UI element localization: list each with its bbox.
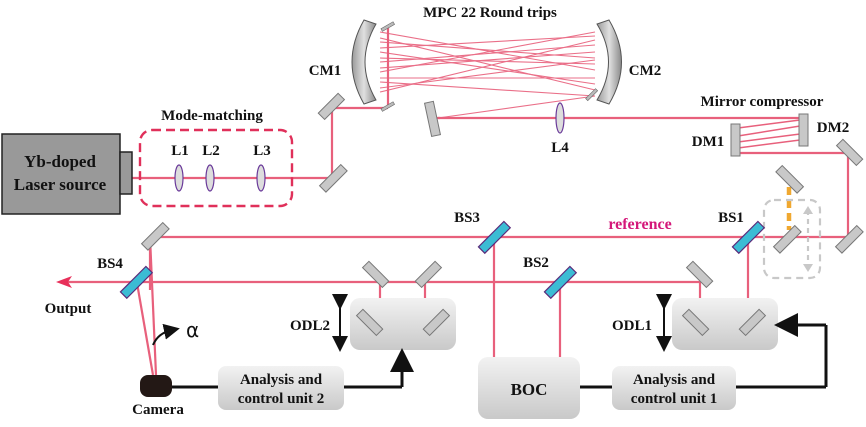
lens-l1-label: L1: [171, 143, 189, 159]
mpc-pickoff-mirror-top: [380, 21, 395, 32]
mpc-cell: MPC 22 Round trips CM1 CM2 L4: [309, 5, 662, 156]
mode-matching-group: Mode-matching L1 L2 L3: [138, 108, 294, 208]
mode-matching-label: Mode-matching: [161, 108, 263, 124]
delay-pickoff-mirror: [775, 164, 805, 194]
bs3-label: BS3: [454, 210, 480, 226]
odl1-bottom-right-mirror: [738, 308, 767, 337]
cm1-label: CM1: [309, 63, 342, 79]
camera-label: Camera: [132, 402, 184, 418]
odl2-bottom-left-mirror: [355, 308, 384, 337]
laser-source: Yb-doped Laser source: [1, 133, 133, 215]
odl1-top-mirror: [685, 260, 714, 289]
odl2-stage: ODL2: [290, 260, 456, 352]
l4-input-mirror: [423, 100, 442, 138]
bs1-icon: [731, 220, 766, 255]
odl2-top-left-mirror: [361, 260, 390, 289]
cm2-mirror-icon: [596, 19, 622, 105]
rail-left-mirror: [140, 221, 170, 251]
delay-stage-mirror: [772, 224, 802, 254]
odl2-top-right-mirror: [414, 260, 443, 289]
mpc-pickoff-mirror-right: [585, 88, 599, 102]
output-arrow: Output: [45, 276, 92, 317]
bs2-icon: [543, 265, 578, 300]
cm2-label: CM2: [629, 63, 662, 79]
lens-l4-label: L4: [551, 140, 569, 156]
cm1-steering-mirror: [317, 92, 346, 121]
camera-icon: [140, 375, 172, 397]
acu1-line1: Analysis and: [633, 372, 716, 388]
bs2-label: BS2: [523, 255, 549, 271]
lens-l1-icon: [174, 164, 184, 192]
lens-l4-icon: [555, 102, 565, 134]
dm1-mirror-icon: [730, 123, 741, 157]
laser-label-line2: Laser source: [14, 175, 107, 194]
up-arrow-icon: [803, 206, 813, 214]
dm2-mirror-icon: [798, 113, 809, 147]
output-label: Output: [45, 301, 92, 317]
lens-l2-icon: [205, 164, 215, 192]
dm1-label: DM1: [692, 134, 725, 150]
movable-delay-stage: [762, 198, 822, 280]
odl2-bottom-right-mirror: [422, 308, 451, 337]
mirror-compressor: Mirror compressor DM1 DM2: [692, 94, 864, 194]
odl1-stage: ODL1: [612, 260, 778, 352]
reference-label: reference: [608, 216, 671, 233]
reference-return-mirror: [834, 224, 864, 254]
launch-mirror: [318, 163, 348, 193]
compressor-exit-mirror: [835, 138, 864, 167]
odl2-label: ODL2: [290, 318, 330, 334]
alpha-label: α: [186, 318, 199, 342]
compressor-bounces: [737, 119, 801, 149]
angle-arrow-icon: [152, 323, 180, 346]
cm1-mirror-icon: [351, 19, 377, 105]
control-wiring: [172, 313, 828, 389]
control-unit-1: Analysis and control unit 1: [612, 366, 736, 410]
dm2-label: DM2: [817, 120, 850, 136]
acu2-line1: Analysis and: [240, 372, 323, 388]
lens-l2-label: L2: [202, 143, 220, 159]
bs3-icon: [477, 220, 512, 255]
bs4-label: BS4: [97, 256, 123, 272]
mirror-compressor-label: Mirror compressor: [701, 94, 824, 110]
down-arrow-icon: [803, 264, 813, 272]
odl1-bottom-left-mirror: [681, 308, 710, 337]
lens-l3-icon: [256, 164, 266, 192]
acu1-line2: control unit 1: [631, 391, 717, 407]
odl1-label: ODL1: [612, 318, 652, 334]
beamsplitters: [119, 220, 766, 300]
boc-label: BOC: [511, 380, 548, 399]
mpc-beam-pattern: [379, 31, 596, 119]
lens-l3-label: L3: [253, 143, 271, 159]
bs4-icon: [119, 265, 154, 300]
bs1-label: BS1: [718, 210, 744, 226]
acu2-line2: control unit 2: [238, 391, 324, 407]
mpc-pickoff-mirror-bottom: [380, 101, 395, 112]
laser-label-line1: Yb-doped: [24, 152, 96, 171]
control-unit-2: Analysis and control unit 2: [218, 366, 344, 410]
mpc-title: MPC 22 Round trips: [423, 5, 557, 21]
boc-unit: BOC: [478, 357, 580, 419]
camera: Camera: [132, 375, 184, 418]
